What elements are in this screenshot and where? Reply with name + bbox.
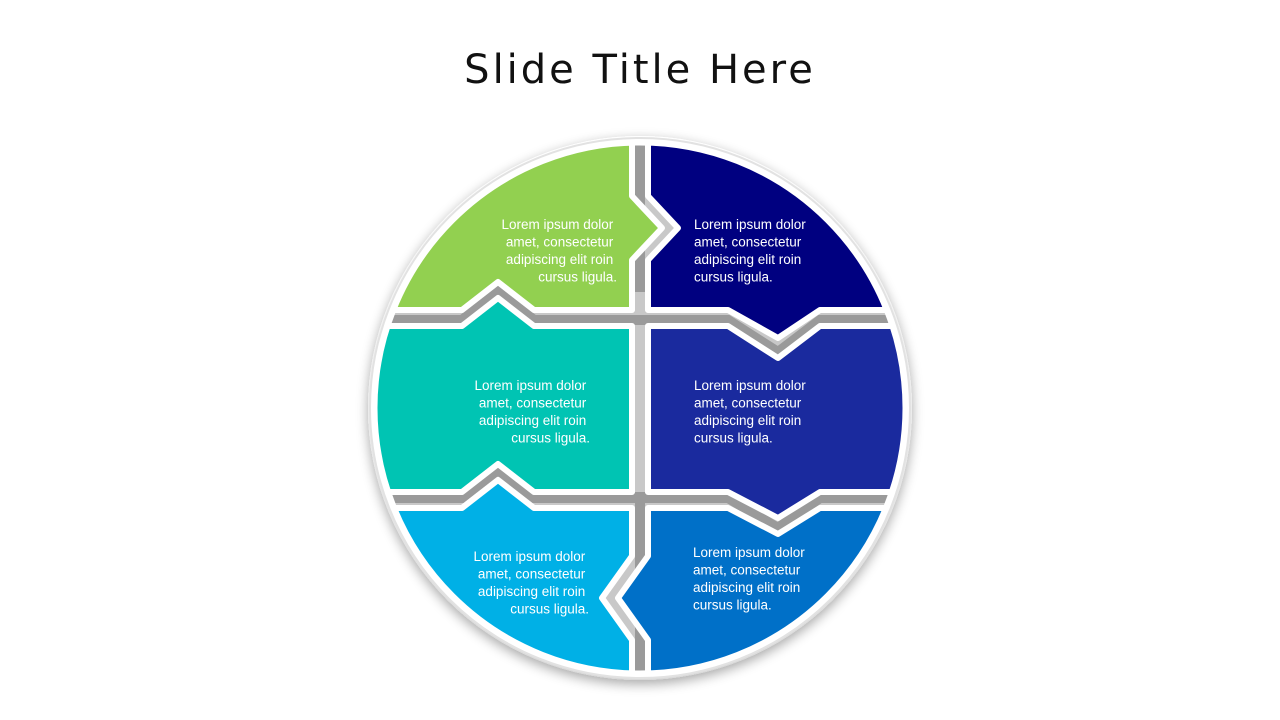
text-line: Lorem ipsum dolor	[474, 378, 586, 393]
text-line: amet, consectetur	[506, 235, 614, 250]
separator-upper	[374, 285, 906, 359]
segment-text-middle-left: Lorem ipsum dolor amet, consectetur adip…	[474, 378, 590, 446]
segment-text-middle-right: Lorem ipsum dolor amet, consectetur adip…	[694, 378, 810, 446]
text-line: adipiscing elit roin	[478, 584, 585, 599]
text-line: amet, consectetur	[694, 396, 802, 411]
text-line: Lorem ipsum dolor	[473, 549, 585, 564]
text-line: cursus ligula.	[693, 598, 772, 613]
segment-text-top-left: Lorem ipsum dolor amet, consectetur adip…	[501, 217, 617, 285]
segment-text-bottom-left: Lorem ipsum dolor amet, consectetur adip…	[473, 549, 589, 617]
text-line: cursus ligula.	[511, 431, 590, 446]
text-line: cursus ligula.	[694, 270, 773, 285]
text-line: adipiscing elit roin	[694, 252, 801, 267]
text-line: cursus ligula.	[510, 602, 589, 617]
outer-rim	[370, 138, 910, 678]
text-line: amet, consectetur	[693, 563, 801, 578]
text-line: adipiscing elit roin	[506, 252, 613, 267]
segment-middle-right	[645, 323, 906, 521]
text-line: adipiscing elit roin	[694, 413, 801, 428]
segment-text-top-right: Lorem ipsum dolor amet, consectetur adip…	[694, 217, 810, 285]
separator-lower	[374, 463, 906, 534]
segment-middle-left	[374, 295, 635, 495]
outer-rim-edge	[369, 137, 911, 679]
text-line: cursus ligula.	[538, 270, 617, 285]
text-line: adipiscing elit roin	[693, 580, 800, 595]
text-line: Lorem ipsum dolor	[694, 217, 806, 232]
text-line: Lorem ipsum dolor	[501, 217, 613, 232]
text-line: amet, consectetur	[479, 396, 587, 411]
slide-title: Slide Title Here	[464, 47, 816, 93]
segment-text-bottom-right: Lorem ipsum dolor amet, consectetur adip…	[693, 545, 809, 613]
text-line: amet, consectetur	[478, 567, 586, 582]
text-line: Lorem ipsum dolor	[693, 545, 805, 560]
text-line: Lorem ipsum dolor	[694, 378, 806, 393]
text-line: cursus ligula.	[694, 431, 773, 446]
text-line: amet, consectetur	[694, 235, 802, 250]
text-line: adipiscing elit roin	[479, 413, 586, 428]
